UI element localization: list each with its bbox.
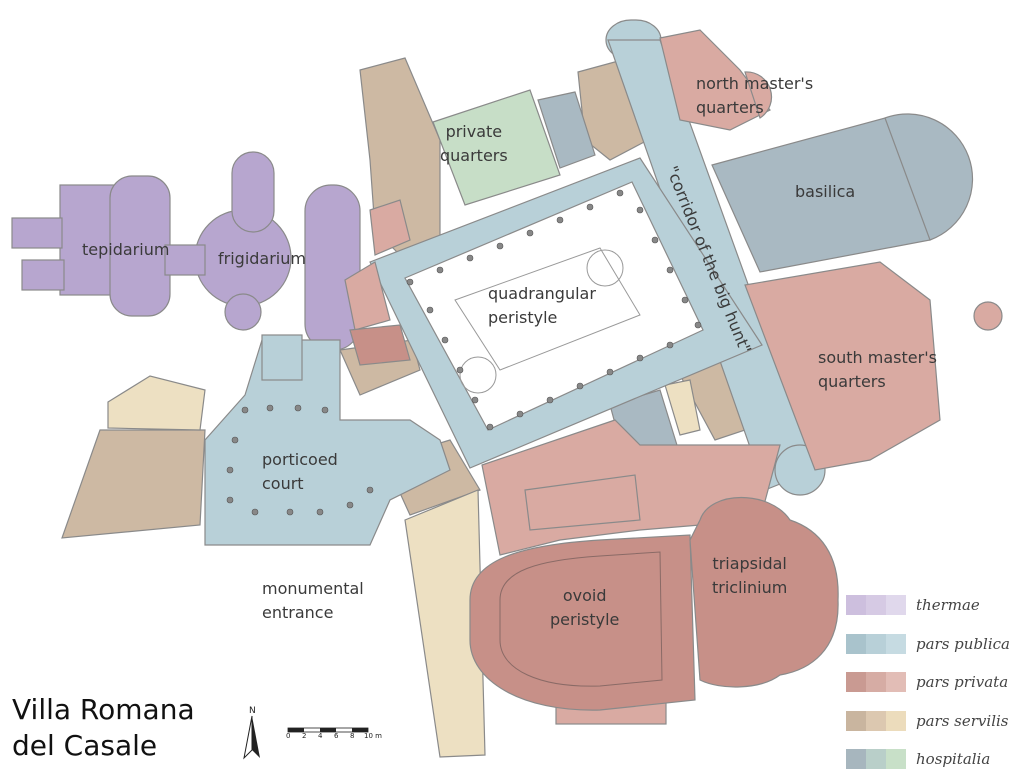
label-north-master-line1: north master's bbox=[696, 74, 814, 93]
north-arrow-icon bbox=[243, 715, 260, 760]
hospitalia-areas bbox=[432, 89, 974, 471]
label-porticoed-court: porticoed court bbox=[262, 448, 338, 496]
label-monumental-entrance: monumental entrance bbox=[262, 577, 364, 625]
legend-label: hospitalia bbox=[916, 750, 991, 769]
label-ovoid-line2: peristyle bbox=[550, 610, 620, 629]
north-label: N bbox=[249, 706, 256, 716]
legend-label: pars privata bbox=[916, 673, 1009, 692]
legend-label: pars servilis bbox=[916, 711, 1009, 730]
label-triapsidal-triclinium: triapsidal triclinium bbox=[712, 552, 787, 600]
scale-tick-4: 4 bbox=[318, 732, 323, 740]
label-porticoed-line2: court bbox=[262, 474, 304, 493]
legend-label: thermae bbox=[916, 596, 980, 615]
label-private-quarters-line1: private bbox=[445, 122, 503, 141]
label-private-quarters-line2: quarters bbox=[440, 146, 508, 165]
scale-tick-6: 6 bbox=[334, 732, 339, 740]
legend-swatch-pars-servilis bbox=[846, 710, 906, 731]
label-quadrangular-line1: quadrangular bbox=[488, 284, 596, 303]
scale-tick-2: 2 bbox=[302, 732, 307, 740]
legend-swatch-thermae bbox=[846, 595, 906, 616]
label-tepidarium: tepidarium bbox=[82, 240, 170, 259]
scale-tick-10m: 10 m bbox=[364, 732, 382, 740]
legend-swatch-hospitalia bbox=[846, 749, 906, 770]
scale-tick-0: 0 bbox=[286, 732, 291, 740]
label-south-master-line2: quarters bbox=[818, 372, 886, 391]
label-porticoed-line1: porticoed bbox=[262, 450, 338, 469]
ovoid-peristyle-area bbox=[349, 324, 839, 711]
pars-privata-areas bbox=[344, 29, 1003, 725]
map-title-line1: Villa Romana bbox=[12, 693, 195, 726]
label-ovoid-peristyle: ovoid peristyle bbox=[550, 584, 619, 632]
legend-label: pars publica bbox=[916, 634, 1010, 653]
legend-swatch-pars-publica bbox=[846, 633, 906, 654]
label-private-quarters: private quarters bbox=[440, 120, 508, 168]
legend-swatch-pars-privata bbox=[846, 672, 906, 693]
legend-item-thermae: thermae bbox=[846, 586, 1022, 625]
legend: thermae pars publica pars privata pars s… bbox=[846, 586, 1022, 779]
label-quadrangular-line2: peristyle bbox=[488, 308, 558, 327]
label-ovoid-line1: ovoid bbox=[562, 586, 607, 605]
map-title-line2: del Casale bbox=[12, 729, 158, 762]
label-north-master-line2: quarters bbox=[696, 98, 764, 117]
label-monumental-line2: entrance bbox=[262, 603, 334, 622]
servilis-light-areas bbox=[107, 375, 701, 758]
map-title: Villa Romana del Casale bbox=[12, 692, 195, 764]
scale-bar bbox=[287, 727, 369, 733]
label-monumental-line1: monumental bbox=[262, 579, 364, 598]
legend-item-pars-privata: pars privata bbox=[846, 663, 1022, 702]
legend-item-pars-servilis: pars servilis bbox=[846, 702, 1022, 741]
peristyle-fountain bbox=[454, 247, 641, 394]
peristyle-columns bbox=[226, 189, 702, 516]
legend-item-hospitalia: hospitalia bbox=[846, 740, 1022, 779]
label-north-master-quarters: north master's quarters bbox=[696, 72, 813, 120]
label-south-master-quarters: south master's quarters bbox=[818, 346, 937, 394]
label-triapsidal-line2: triclinium bbox=[712, 578, 788, 597]
ovoid-inner bbox=[499, 551, 663, 687]
label-basilica: basilica bbox=[795, 182, 856, 201]
scale-tick-8: 8 bbox=[350, 732, 355, 740]
label-frigidarium: frigidarium bbox=[218, 249, 306, 268]
legend-item-pars-publica: pars publica bbox=[846, 625, 1022, 664]
label-quadrangular-peristyle: quadrangular peristyle bbox=[488, 282, 596, 330]
thermae-areas bbox=[11, 151, 361, 351]
label-triapsidal-line1: triapsidal bbox=[712, 554, 787, 573]
label-south-master-line1: south master's bbox=[818, 348, 937, 367]
